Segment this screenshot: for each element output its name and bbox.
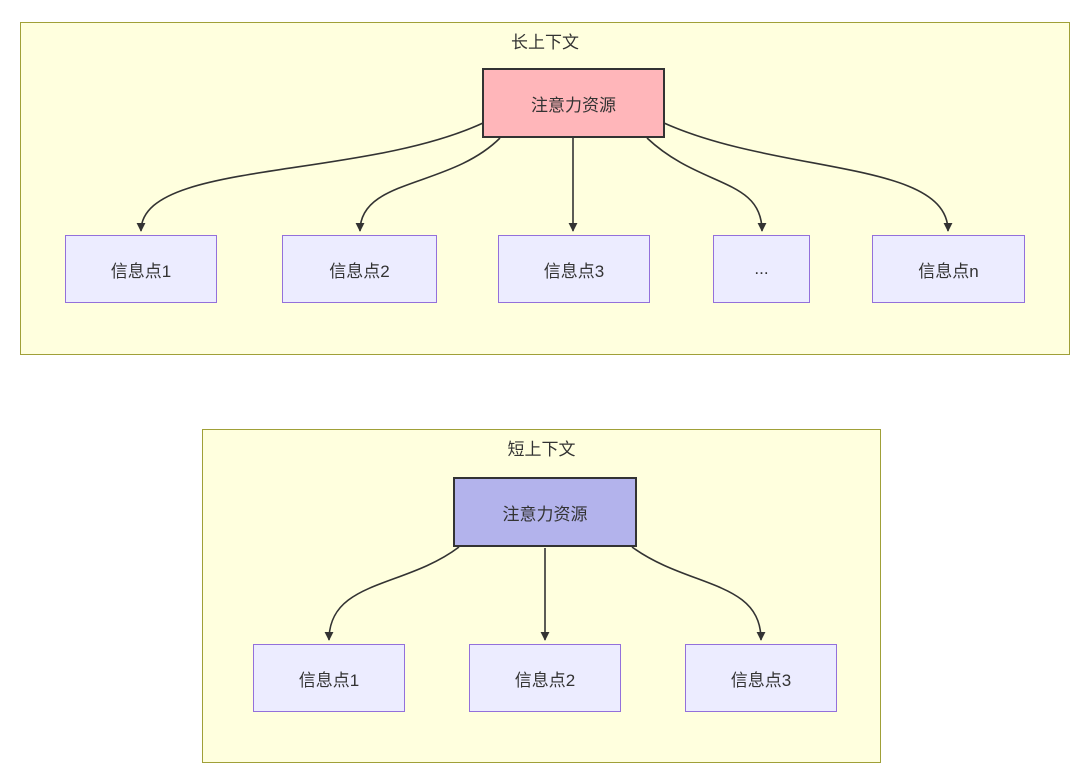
info-point-3-short: 信息点3 xyxy=(685,644,837,712)
info-point-2-long: 信息点2 xyxy=(282,235,437,303)
attention-resource-node-short: 注意力资源 xyxy=(453,477,637,547)
info-point-2-short: 信息点2 xyxy=(469,644,621,712)
info-point-1-short: 信息点1 xyxy=(253,644,405,712)
short-context-title: 短上下文 xyxy=(507,440,576,459)
info-point-n-long: 信息点n xyxy=(872,235,1025,303)
attention-resource-node-long: 注意力资源 xyxy=(482,68,665,138)
long-context-title: 长上下文 xyxy=(511,33,579,52)
info-point-1-long: 信息点1 xyxy=(65,235,217,303)
info-point-3-long: 信息点3 xyxy=(498,235,650,303)
info-point-ellipsis-long: ... xyxy=(713,235,810,303)
